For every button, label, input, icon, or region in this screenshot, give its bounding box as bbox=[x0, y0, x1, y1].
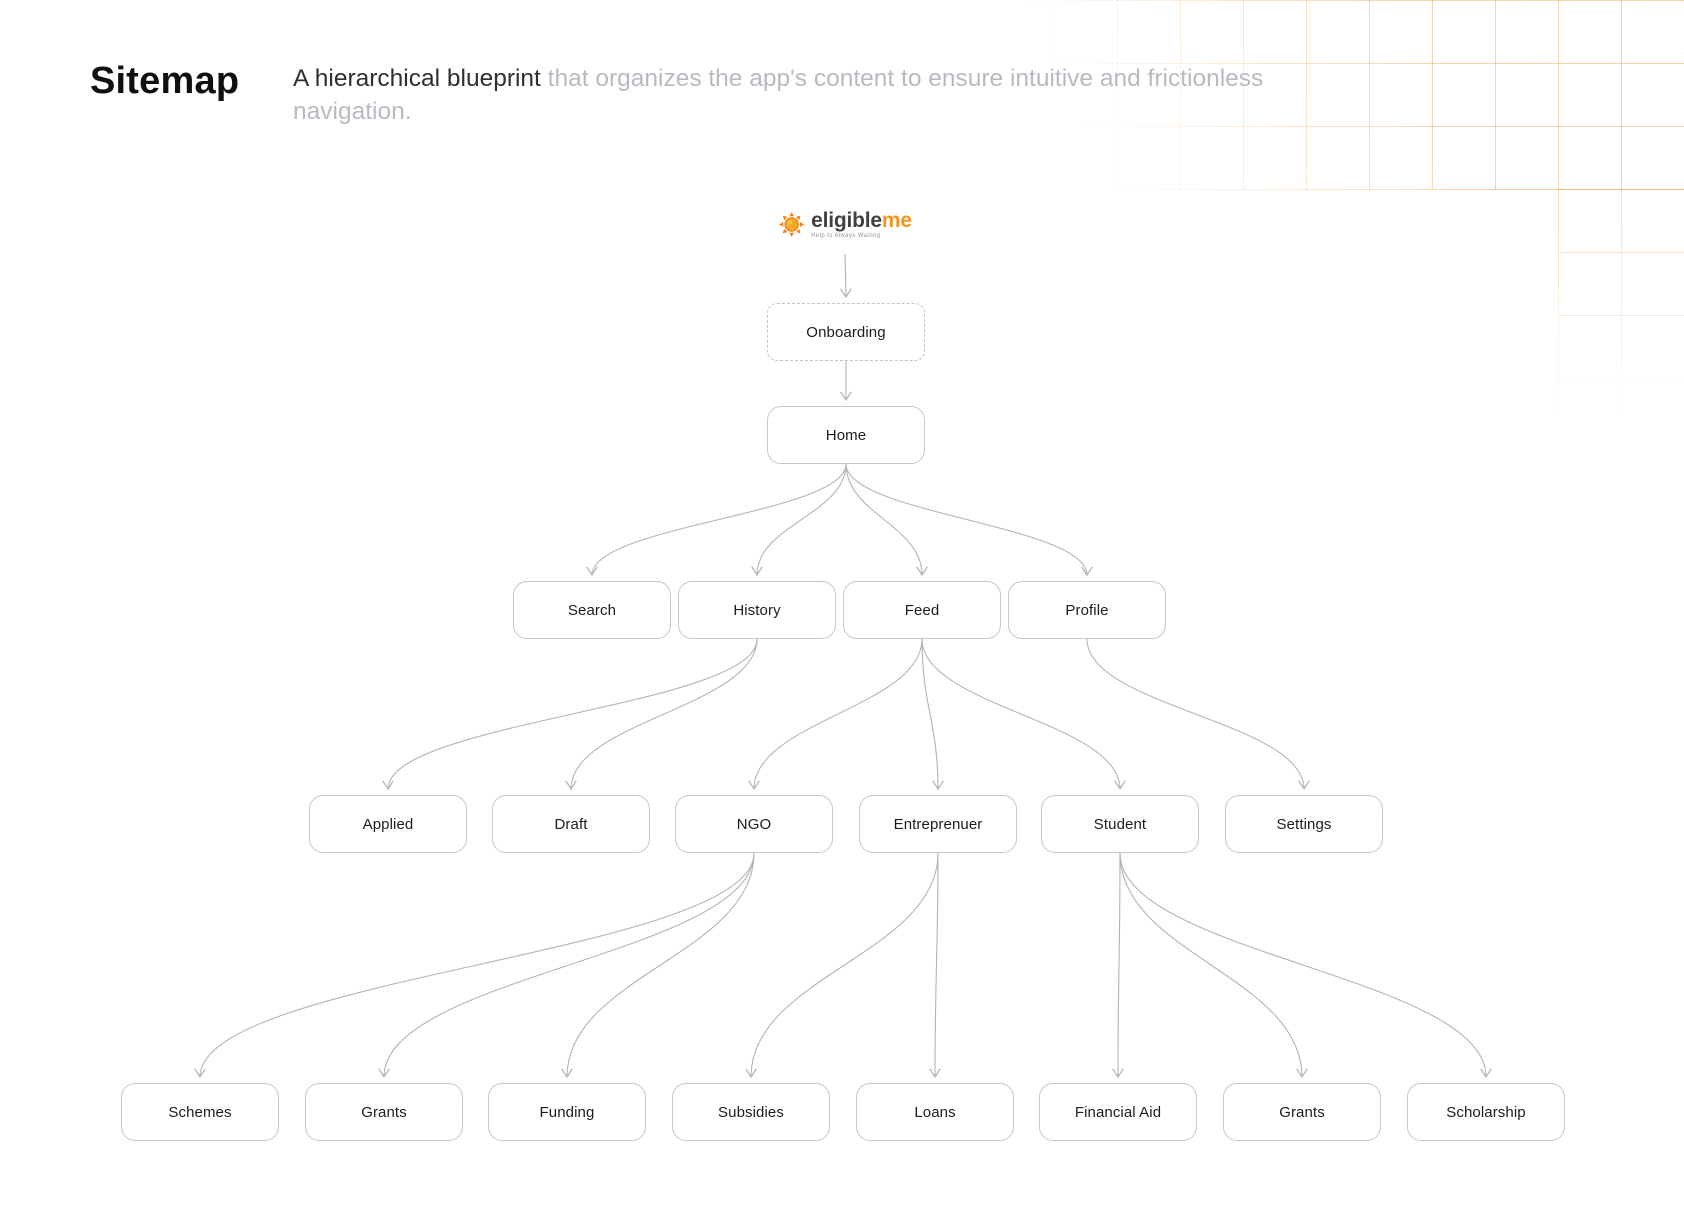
logo-text: eligibleme Help Is Always Waiting bbox=[811, 209, 912, 240]
sitemap-node-onboarding[interactable]: Onboarding bbox=[767, 303, 925, 361]
edge-home-to-profile bbox=[845, 463, 1093, 577]
edge-student-to-scholarship bbox=[1119, 852, 1492, 1079]
edge-entreprenuer-to-loans bbox=[929, 852, 941, 1079]
edge-student-to-financial-aid bbox=[1112, 852, 1124, 1079]
edge-history-to-applied bbox=[382, 638, 758, 791]
edge-logo-to-onboarding bbox=[840, 253, 852, 299]
page-title: Sitemap bbox=[90, 60, 240, 102]
sitemap-node-entreprenuer[interactable]: Entreprenuer bbox=[859, 795, 1017, 853]
edge-feed-to-entreprenuer bbox=[921, 638, 944, 791]
sitemap-node-feed[interactable]: Feed bbox=[843, 581, 1001, 639]
sitemap-node-draft[interactable]: Draft bbox=[492, 795, 650, 853]
edge-history-to-draft bbox=[565, 638, 758, 791]
edge-student-to-grants-student bbox=[1119, 852, 1308, 1079]
page-description: A hierarchical blueprint that organizes … bbox=[293, 62, 1378, 128]
edge-feed-to-ngo bbox=[748, 638, 923, 791]
page-description-rest: that organizes the app's content to ensu… bbox=[293, 65, 1264, 125]
sitemap-node-financial-aid[interactable]: Financial Aid bbox=[1039, 1083, 1197, 1141]
edge-ngo-to-grants-ngo bbox=[378, 852, 755, 1079]
sitemap-node-profile[interactable]: Profile bbox=[1008, 581, 1166, 639]
sun-icon bbox=[779, 211, 805, 238]
sitemap-node-applied[interactable]: Applied bbox=[309, 795, 467, 853]
edge-home-to-history bbox=[751, 463, 847, 577]
edge-entreprenuer-to-subsidies bbox=[745, 852, 939, 1079]
edge-ngo-to-funding bbox=[561, 852, 755, 1079]
sitemap-node-grants-student[interactable]: Grants bbox=[1223, 1083, 1381, 1141]
sitemap-node-loans[interactable]: Loans bbox=[856, 1083, 1014, 1141]
edge-profile-to-settings bbox=[1086, 638, 1310, 791]
brand-accent: me bbox=[881, 209, 912, 232]
sitemap-node-home[interactable]: Home bbox=[767, 406, 925, 464]
edge-ngo-to-schemes bbox=[194, 852, 755, 1079]
edge-feed-to-student bbox=[921, 638, 1126, 791]
sitemap-node-search[interactable]: Search bbox=[513, 581, 671, 639]
sitemap-node-funding[interactable]: Funding bbox=[488, 1083, 646, 1141]
sitemap-node-settings[interactable]: Settings bbox=[1225, 795, 1383, 853]
brand-tagline: Help Is Always Waiting bbox=[811, 233, 881, 239]
sitemap-node-history[interactable]: History bbox=[678, 581, 836, 639]
sitemap-node-student[interactable]: Student bbox=[1041, 795, 1199, 853]
sitemap-node-subsidies[interactable]: Subsidies bbox=[672, 1083, 830, 1141]
page-description-highlight: A hierarchical blueprint bbox=[293, 65, 541, 92]
edge-home-to-search bbox=[586, 463, 847, 577]
sitemap-node-ngo[interactable]: NGO bbox=[675, 795, 833, 853]
edge-home-to-feed bbox=[845, 463, 928, 577]
sitemap-node-scholarship[interactable]: Scholarship bbox=[1407, 1083, 1565, 1141]
sitemap-node-grants-ngo[interactable]: Grants bbox=[305, 1083, 463, 1141]
app-logo: eligibleme Help Is Always Waiting bbox=[778, 210, 912, 239]
sitemap-node-schemes[interactable]: Schemes bbox=[121, 1083, 279, 1141]
brand-name: eligibleme bbox=[811, 209, 912, 232]
